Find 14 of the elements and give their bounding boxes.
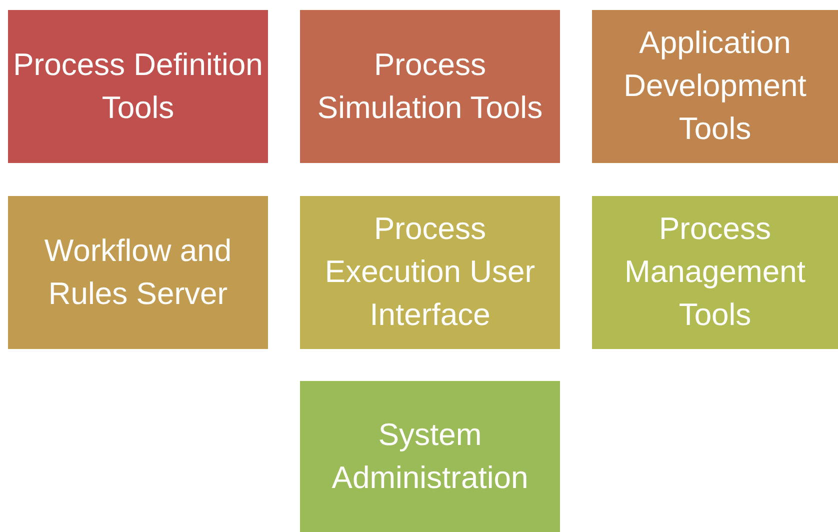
process-box (592, 10, 838, 163)
process-box (8, 196, 268, 349)
box-label: System Administration (330, 416, 530, 496)
box-label: Application Development Tools (622, 24, 808, 148)
box-label: Workflow and Rules Server (43, 232, 233, 312)
box-label: Process Management Tools (624, 210, 806, 334)
box-label: Process Definition Tools (12, 46, 264, 126)
process-box (592, 196, 838, 349)
process-box (300, 196, 560, 349)
box-label: Process Simulation Tools (316, 46, 544, 126)
process-box (8, 10, 268, 163)
box-label: Process Execution User Interface (324, 210, 536, 334)
process-box (300, 381, 560, 532)
process-box (300, 10, 560, 163)
